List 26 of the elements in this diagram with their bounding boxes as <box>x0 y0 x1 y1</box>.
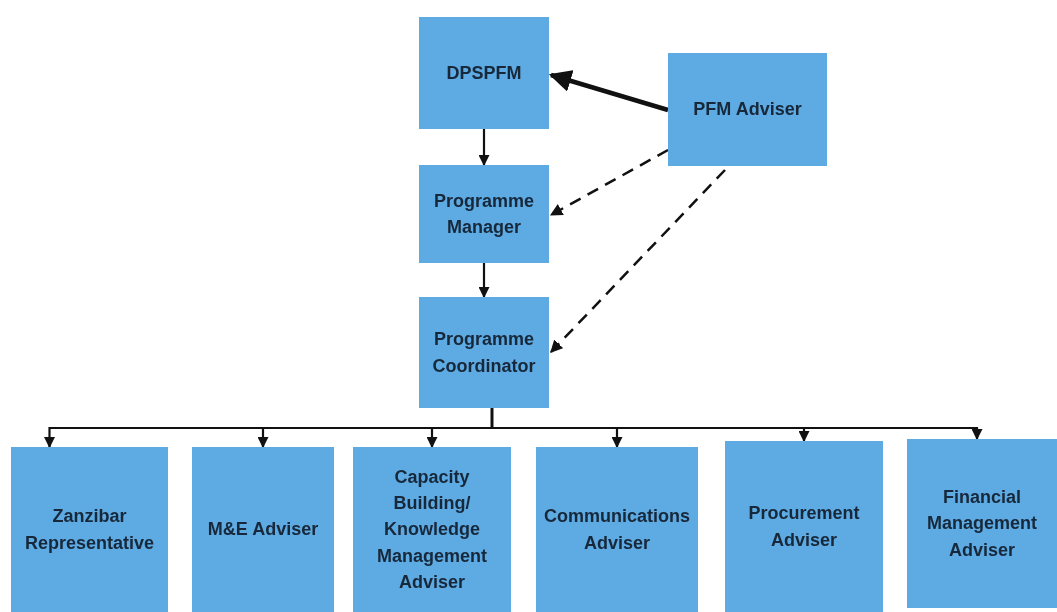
role-box <box>192 447 334 612</box>
role-box <box>419 297 549 408</box>
role-title: PFM Adviser <box>693 98 802 122</box>
role-box <box>907 439 1057 608</box>
role-title: Communications Adviser <box>543 505 691 555</box>
dashed-arrow <box>549 148 669 217</box>
arrow <box>478 129 490 167</box>
role-title: Zanzibar Representative <box>23 505 156 555</box>
arrow <box>478 263 490 299</box>
role-title: Financial Management Adviser <box>926 486 1038 562</box>
arrow <box>548 70 669 113</box>
role-box <box>11 447 168 612</box>
role-title: Procurement Adviser <box>747 502 861 552</box>
role-box <box>353 447 511 612</box>
role-title: Programme Coordinator <box>431 328 537 378</box>
role-title: DPSPFM <box>446 61 522 85</box>
arrow <box>490 408 983 441</box>
role-title: Programme Manager <box>432 189 535 239</box>
role-box <box>725 441 883 612</box>
role-box <box>419 165 549 263</box>
role-box <box>419 17 549 129</box>
role-title: M&E Adviser <box>207 518 319 542</box>
dashed-arrow <box>550 169 726 353</box>
role-box <box>668 53 827 166</box>
role-box <box>536 447 698 612</box>
role-title: Capacity Building/ Knowledge Management Adviser <box>376 466 488 594</box>
